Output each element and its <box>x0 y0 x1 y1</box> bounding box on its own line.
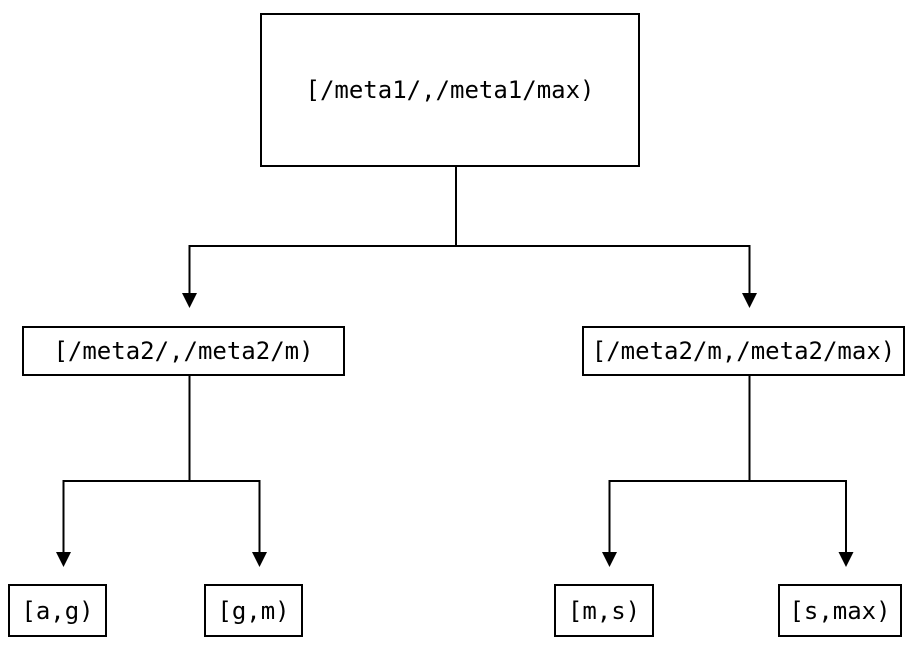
edge-right-smax-line <box>749 480 847 553</box>
tree-node-left-label: [/meta2/,/meta2/m) <box>53 337 314 365</box>
edge-root-right-line <box>456 245 751 294</box>
edge-left-gm-line <box>189 480 261 553</box>
edge-left-ag-arrowhead-icon <box>56 552 71 567</box>
tree-node-left: [/meta2/,/meta2/m) <box>22 326 345 376</box>
tree-node-leaf-ag-label: [a,g) <box>21 596 94 625</box>
tree-node-leaf-smax: [s,max) <box>778 584 902 637</box>
tree-node-leaf-ms: [m,s) <box>554 584 654 637</box>
tree-node-leaf-ag: [a,g) <box>8 584 107 637</box>
edge-right-ms-arrowhead-icon <box>602 552 617 567</box>
edge-left-ag-line <box>62 480 190 553</box>
edge-root-left-line <box>188 245 456 294</box>
tree-node-leaf-gm-label: [g,m) <box>217 596 290 625</box>
edge-left-gm-arrowhead-icon <box>252 552 267 567</box>
tree-node-right: [/meta2/m,/meta2/max) <box>582 326 905 376</box>
tree-node-leaf-gm: [g,m) <box>204 584 303 637</box>
edge-root-right-arrowhead-icon <box>742 293 757 308</box>
tree-node-right-label: [/meta2/m,/meta2/max) <box>591 337 896 365</box>
edge-root-left-arrowhead-icon <box>182 293 197 308</box>
tree-node-root: [/meta1/,/meta1/max) <box>260 13 640 167</box>
edge-right-ms-line <box>608 480 750 553</box>
tree-node-root-label: [/meta1/,/meta1/max) <box>305 76 595 104</box>
tree-node-leaf-smax-label: [s,max) <box>789 596 891 625</box>
tree-node-leaf-ms-label: [m,s) <box>567 596 641 625</box>
edge-right-smax-arrowhead-icon <box>838 552 854 567</box>
